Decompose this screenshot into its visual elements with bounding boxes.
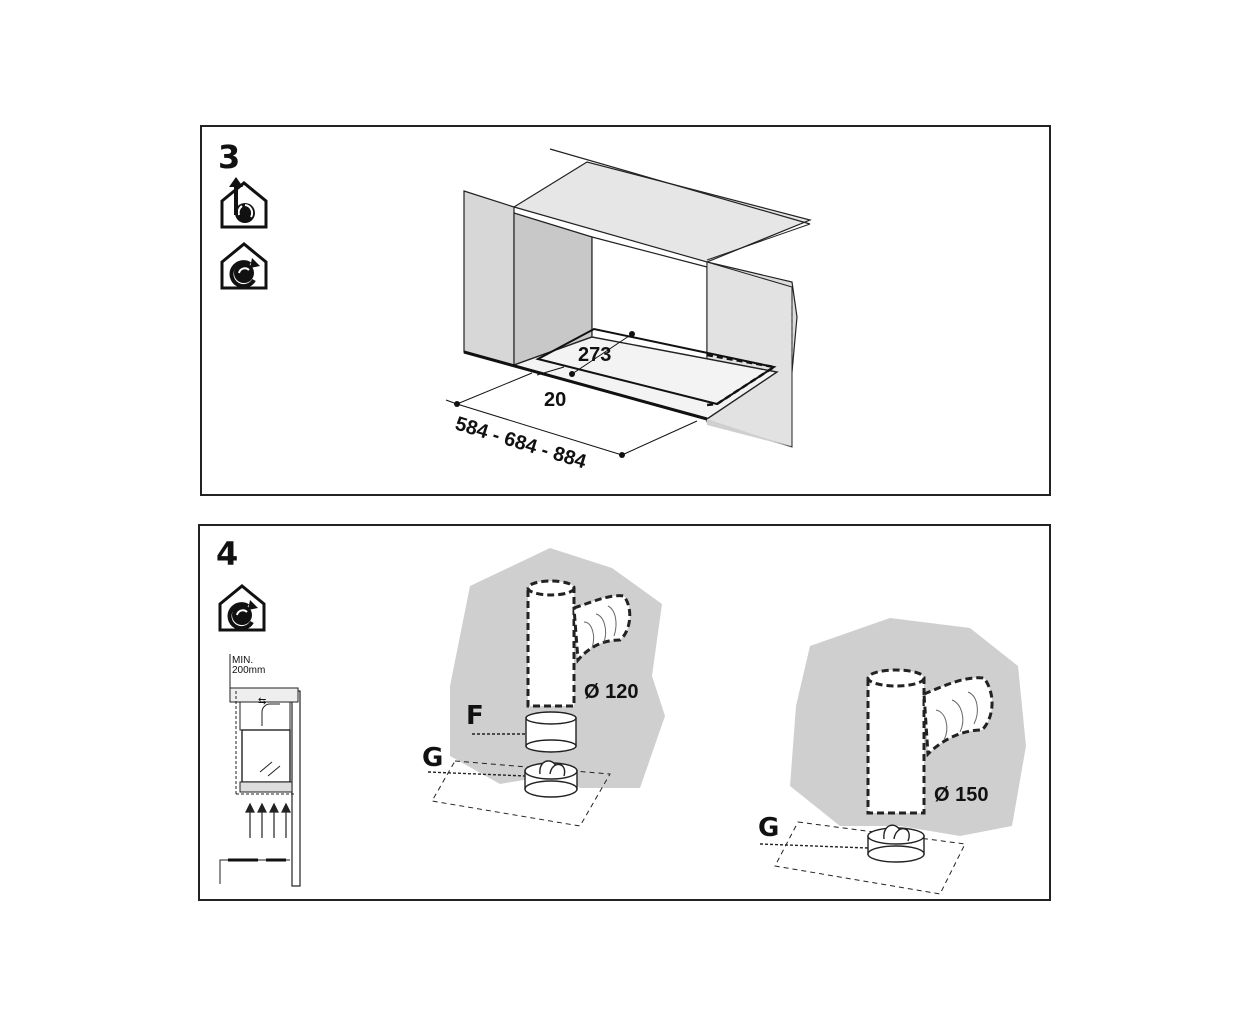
house-extraction-icon [220, 177, 268, 229]
min-distance-label: 200mm [232, 665, 265, 676]
diameter-120-label: Ø 120 [584, 681, 638, 703]
step-3-panel: 3 [200, 125, 1051, 496]
duct-diagram: MIN. 200mm ⇆ [218, 548, 1026, 895]
duct-assembly-150: G Ø 150 [758, 618, 1026, 895]
dimension-offset-label: 20 [544, 389, 566, 411]
step-number: 4 [216, 535, 239, 573]
house-recirculation-icon [220, 242, 268, 290]
cabinet-diagram: 273 20 584 - 684 - 884 [220, 148, 812, 474]
house-recirculation-icon [218, 584, 266, 632]
part-g-label: G [422, 743, 443, 773]
dimension-depth-label: 273 [578, 344, 611, 366]
duct-assembly-120: F G Ø 120 [422, 548, 665, 827]
min-label: MIN. [232, 655, 253, 666]
part-g-label: G [758, 813, 779, 843]
step-4-panel: 4 MIN. 200mm ⇆ [198, 524, 1051, 901]
side-view-diagram: MIN. 200mm ⇆ [219, 654, 301, 887]
part-f-label: F [466, 701, 484, 731]
step-number: 3 [218, 138, 241, 176]
diameter-150-label: Ø 150 [934, 784, 988, 806]
svg-text:⇆: ⇆ [258, 696, 266, 707]
dimension-width-label: 584 - 684 - 884 [453, 413, 590, 474]
